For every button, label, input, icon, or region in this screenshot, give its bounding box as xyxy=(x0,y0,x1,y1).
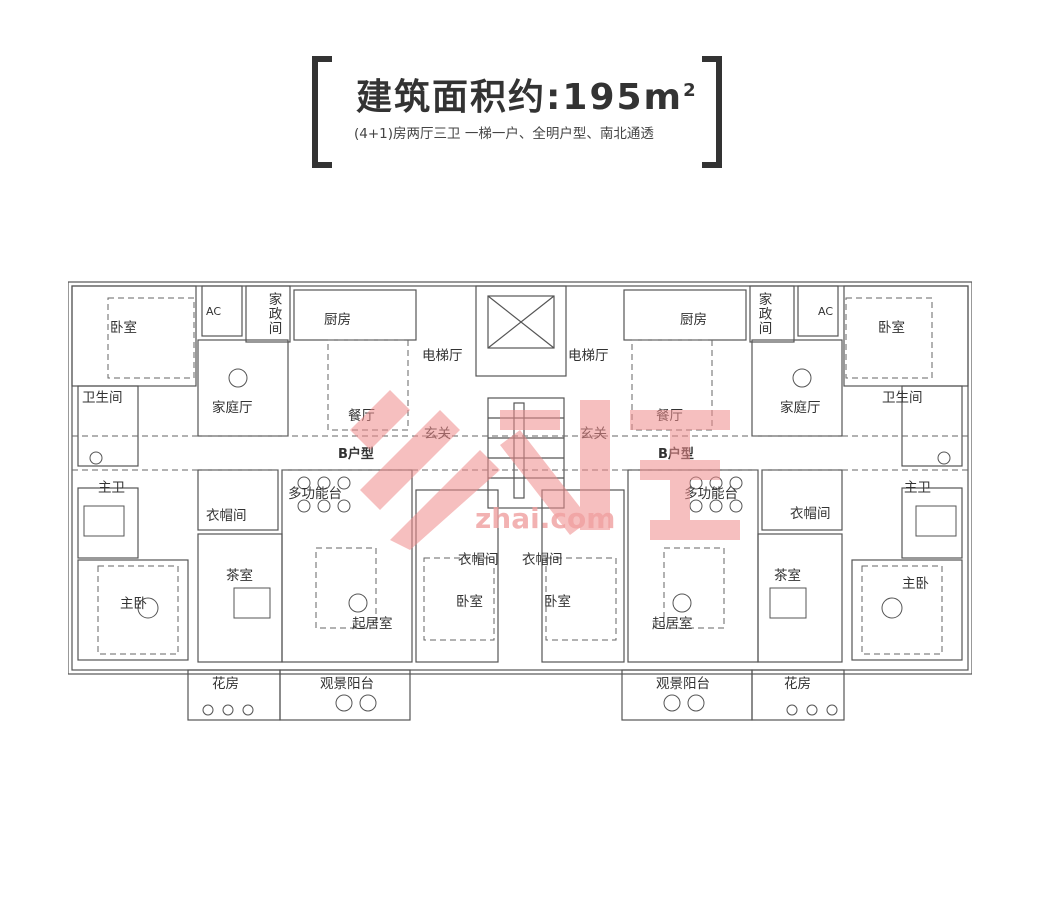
room-bathroom-right: 卫生间 xyxy=(882,390,923,406)
room-elevator-hall-left: 电梯厅 xyxy=(422,348,463,364)
room-foyer-right: 玄关 xyxy=(580,426,607,442)
room-bedroom-nw-left: 卧室 xyxy=(110,320,137,336)
room-tea-room-left: 茶室 xyxy=(226,568,253,584)
page-subtitle: (4+1)房两厅三卫 一梯一户、全明户型、南北通透 xyxy=(354,126,654,142)
floor-plan: 卧室 AC 家政间 厨房 家庭厅 卫生间 餐厅 电梯厅 玄关 B户型 主卫 衣帽… xyxy=(68,278,972,724)
title-superscript: 2 xyxy=(683,80,698,101)
right-bracket xyxy=(702,56,722,168)
room-multi-function-left: 多功能台 xyxy=(288,486,342,502)
room-housekeeping-right: 家政间 xyxy=(755,292,772,336)
room-housekeeping-left: 家政间 xyxy=(265,292,282,336)
room-master-bedroom-right: 主卧 xyxy=(902,576,929,592)
room-master-bath-left: 主卫 xyxy=(98,480,125,496)
unit-type-left: B户型 xyxy=(338,447,374,462)
floor-plan-drawing xyxy=(68,281,972,721)
unit-type-right: B户型 xyxy=(658,447,694,462)
room-view-balcony-left: 观景阳台 xyxy=(320,676,374,692)
room-multi-function-right: 多功能台 xyxy=(684,486,738,502)
room-cloakroom-left: 衣帽间 xyxy=(206,508,247,524)
room-bedroom-s-right: 卧室 xyxy=(544,594,571,610)
room-cloakroom-right: 衣帽间 xyxy=(790,506,831,522)
page-title: 建筑面积约:195m2 xyxy=(356,68,698,120)
room-living-room-right: 起居室 xyxy=(652,616,693,632)
room-kitchen-left: 厨房 xyxy=(324,312,351,328)
room-family-hall-right: 家庭厅 xyxy=(780,400,821,416)
room-ac-right: AC xyxy=(818,305,834,318)
room-family-hall-left: 家庭厅 xyxy=(212,400,253,416)
room-flower-room-right: 花房 xyxy=(784,676,811,692)
room-dining-left: 餐厅 xyxy=(348,408,375,424)
room-view-balcony-right: 观景阳台 xyxy=(656,676,710,692)
header: 建筑面积约:195m2 (4+1)房两厅三卫 一梯一户、全明户型、南北通透 xyxy=(312,56,722,168)
room-kitchen-right: 厨房 xyxy=(680,312,707,328)
room-living-room-left: 起居室 xyxy=(352,616,393,632)
title-text: 建筑面积约:195m xyxy=(356,77,684,118)
left-bracket xyxy=(312,56,332,168)
room-foyer-left: 玄关 xyxy=(424,426,451,442)
watermark-url: zhai.com xyxy=(475,502,616,535)
room-elevator-hall-right: 电梯厅 xyxy=(568,348,609,364)
room-bedroom-s-left: 卧室 xyxy=(456,594,483,610)
room-ac-left: AC xyxy=(206,305,222,318)
room-flower-room-left: 花房 xyxy=(212,676,239,692)
room-master-bath-right: 主卫 xyxy=(904,480,931,496)
room-master-bedroom-left: 主卧 xyxy=(120,596,147,612)
room-bedroom-ne-right: 卧室 xyxy=(878,320,905,336)
room-tea-room-right: 茶室 xyxy=(774,568,801,584)
room-cloakroom2-left: 衣帽间 xyxy=(458,552,499,568)
room-bathroom-left: 卫生间 xyxy=(82,390,123,406)
room-cloakroom2-right: 衣帽间 xyxy=(522,552,563,568)
room-dining-right: 餐厅 xyxy=(656,408,683,424)
